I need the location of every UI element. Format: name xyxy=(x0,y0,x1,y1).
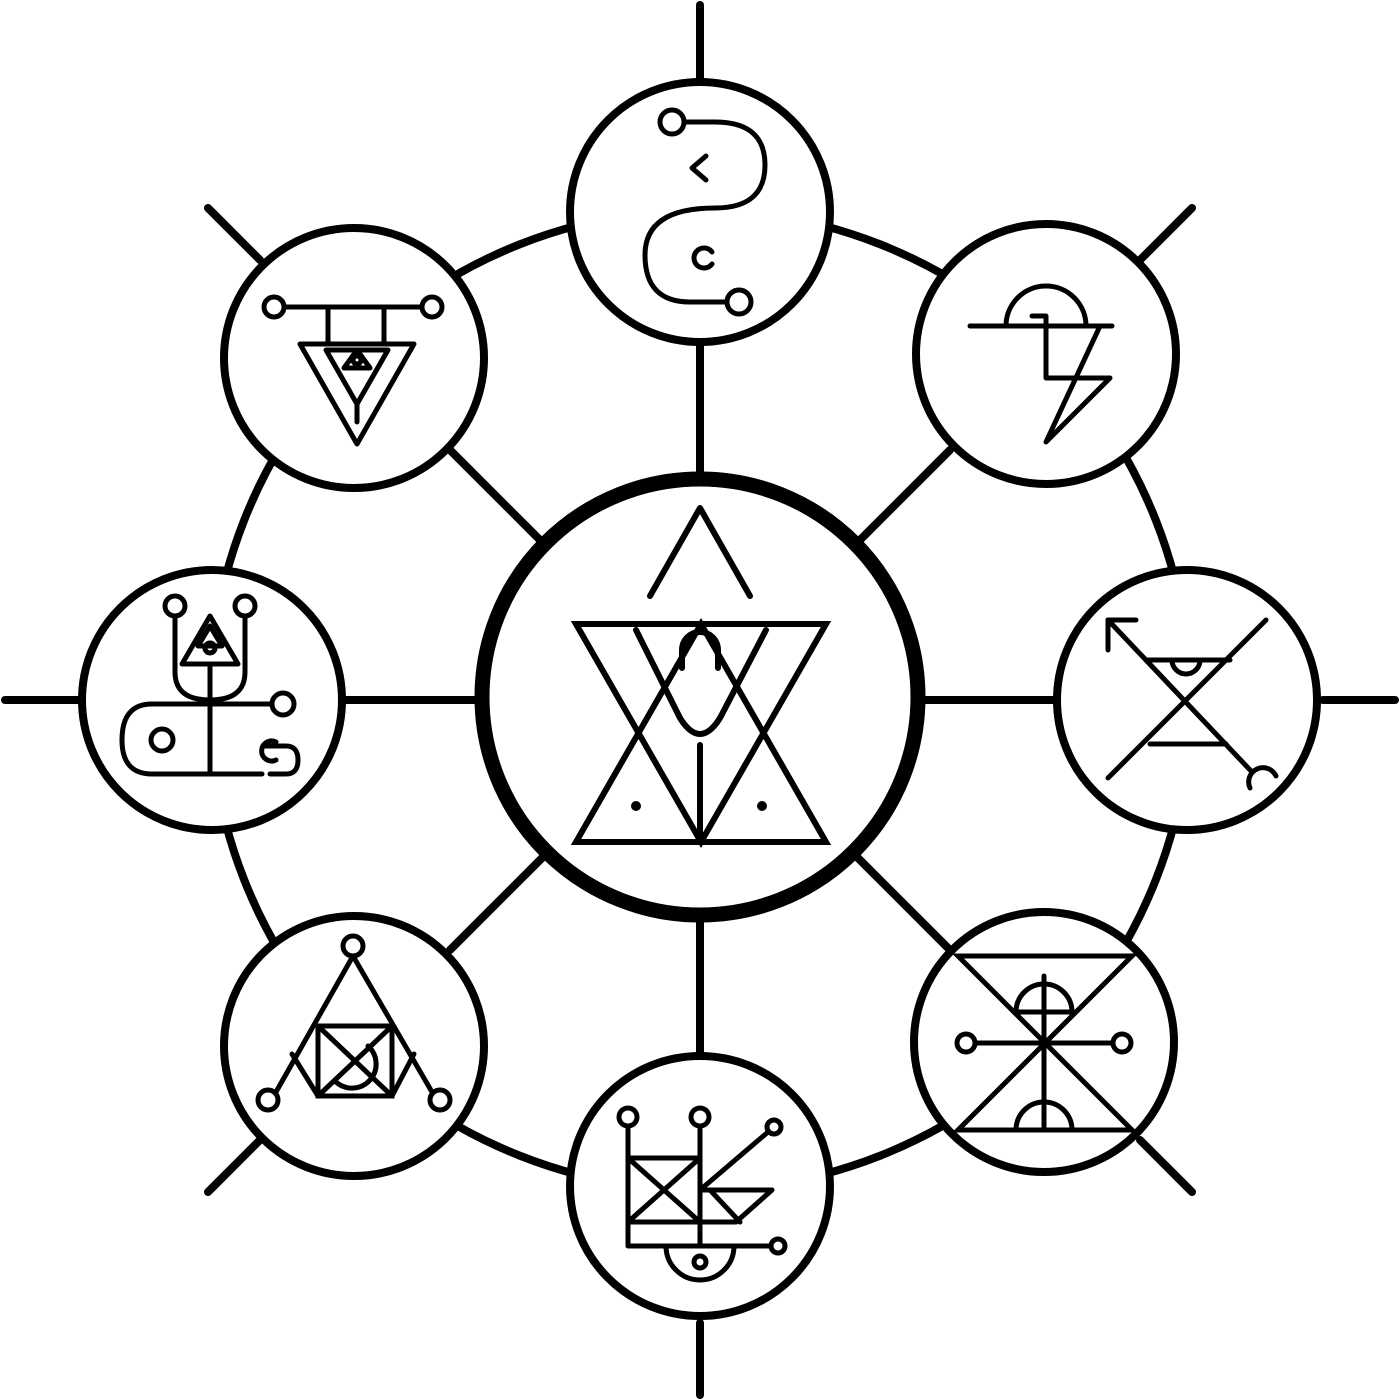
central-triangle-sigil-icon xyxy=(570,505,832,849)
center-sigil xyxy=(474,471,926,923)
sigil-circle-top xyxy=(566,78,834,346)
center-dot-left xyxy=(631,801,641,811)
sigil-circle-top-right xyxy=(912,220,1180,488)
inner-spokes xyxy=(336,336,1064,1064)
sigil-circle-bottom-right xyxy=(910,908,1178,1176)
sigil-circle-right xyxy=(1053,566,1321,834)
serpent-sigil-icon xyxy=(642,107,768,317)
hourglass-cross-sigil-icon xyxy=(951,953,1139,1133)
triangle-square-sigil-icon xyxy=(255,933,453,1113)
crowned-branch-sigil-icon xyxy=(616,1105,788,1283)
sigil-circle-bottom-left xyxy=(220,912,488,1180)
center-circle xyxy=(474,471,926,923)
sigil-circle-bottom xyxy=(566,1052,834,1320)
arc-zigzag-sigil-icon xyxy=(967,283,1115,445)
sigil-circle-top-left xyxy=(220,224,488,492)
inverted-triangle-sigil-icon xyxy=(261,294,445,447)
sigil-circle-left xyxy=(78,566,346,834)
center-dot-right xyxy=(757,801,767,811)
arrow-cross-sigil-icon xyxy=(1105,617,1279,791)
trident-loop-sigil-icon xyxy=(119,593,301,777)
